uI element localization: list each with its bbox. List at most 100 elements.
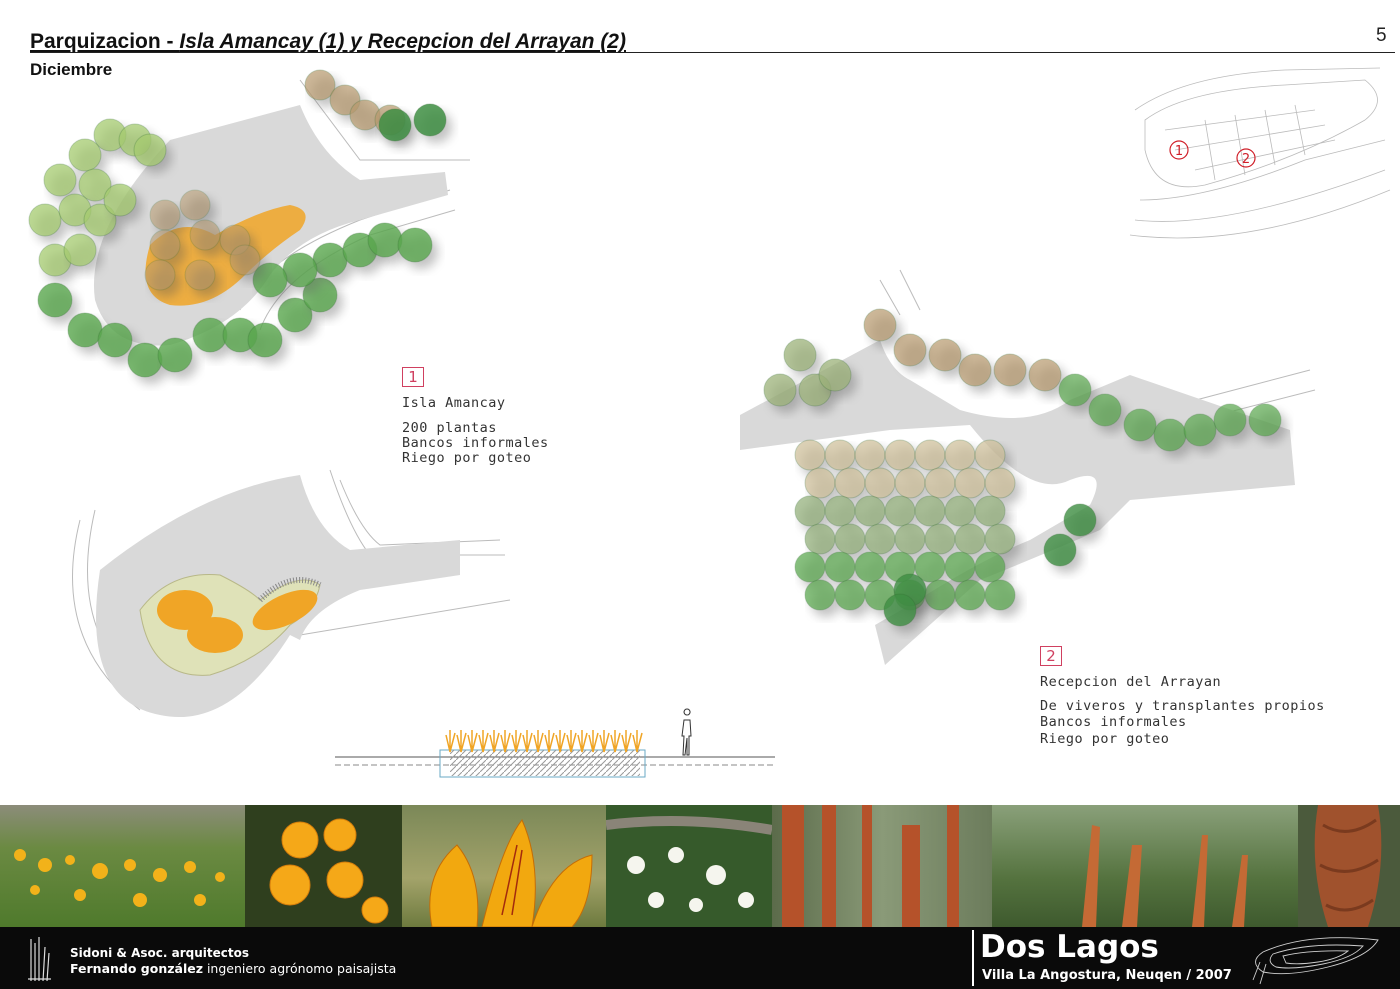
section-plant [522, 730, 533, 753]
key-marker-2 [1236, 148, 1256, 168]
tree-canopy [993, 353, 1027, 387]
tree-canopy [794, 551, 826, 583]
tree-canopy [149, 229, 181, 261]
tree-canopy [68, 138, 102, 172]
tree-canopy [984, 579, 1016, 611]
photo-amancay-flowers [245, 805, 402, 927]
cross-section [335, 708, 775, 778]
tree-canopy [884, 439, 916, 471]
site-1-name: Isla Amancay [402, 395, 506, 411]
isla-amancay-paving-plan [72, 469, 511, 718]
tree-canopy [37, 282, 73, 318]
tree-canopy [954, 579, 986, 611]
tree-canopy [277, 297, 313, 333]
tree-canopy [63, 233, 97, 267]
section-plant [632, 730, 643, 753]
photo-white-shrub [606, 805, 772, 927]
tree-canopy [974, 495, 1006, 527]
tree-canopy [804, 523, 836, 555]
recepcion-arrayan-plan [740, 269, 1316, 665]
tree-canopy [28, 203, 62, 237]
tree-canopy [1183, 413, 1217, 447]
tree-canopy [157, 337, 193, 373]
tree-canopy [229, 244, 261, 276]
title-rule [30, 28, 1395, 53]
tree-canopy [1043, 533, 1077, 567]
project-location: Villa La Angostura, Neuqen / 2007 [982, 968, 1232, 983]
tree-canopy [1088, 393, 1122, 427]
tree-canopy [67, 312, 103, 348]
section-plant [445, 730, 456, 753]
month-label: Diciembre [30, 60, 113, 79]
tree-canopy [954, 523, 986, 555]
tree-canopy [894, 523, 926, 555]
footer-bar [0, 927, 1400, 989]
page-title: Parquizacion - Isla Amancay (1) y Recepc… [30, 30, 626, 54]
tree-canopy [1123, 408, 1157, 442]
tree-canopy [179, 189, 211, 221]
tree-canopy [893, 333, 927, 367]
photo-amancay-field [0, 805, 245, 927]
photo-arrayan-forest [992, 805, 1298, 927]
site-1-line-3: Riego por goteo [402, 450, 532, 466]
site-2-line-2: Bancos informales [1040, 714, 1187, 730]
tree-canopy [763, 373, 797, 407]
firm-name: Sidoni & Asoc. arquitectos [70, 946, 249, 960]
site-1-line-2: Bancos informales [402, 435, 549, 451]
section-plant [544, 730, 555, 753]
section-plant [610, 730, 621, 753]
tree-canopy [834, 523, 866, 555]
tree-canopy [824, 439, 856, 471]
tree-canopy [883, 593, 917, 627]
section-plant [467, 730, 478, 753]
site-1-number: 1 [402, 367, 424, 387]
tree-canopy [894, 467, 926, 499]
tree-canopy [149, 199, 181, 231]
tree-canopy [794, 495, 826, 527]
title-places: Isla Amancay (1) y Recepcion del Arrayan… [179, 30, 626, 53]
photo-strip [0, 805, 1400, 927]
tree-canopy [834, 579, 866, 611]
project-logo [1252, 937, 1379, 985]
section-plant [489, 730, 500, 753]
firm-logo [28, 937, 51, 982]
tree-canopy [958, 353, 992, 387]
section-plant [588, 730, 599, 753]
tree-canopy [367, 222, 403, 258]
section-plant [478, 730, 489, 753]
photo-arrayan-trunks [772, 805, 992, 927]
tree-canopy [974, 551, 1006, 583]
bed [187, 617, 243, 653]
page-number: 5 [1376, 25, 1387, 46]
section-plant [621, 730, 632, 753]
bed [157, 590, 213, 630]
photo-amancay-closeup [402, 805, 606, 927]
tree-canopy [127, 342, 163, 378]
human-figure [681, 708, 692, 756]
author-name: Fernando gonzález [70, 961, 203, 976]
tree-canopy [1248, 403, 1282, 437]
tree-canopy [378, 108, 412, 142]
tree-canopy [854, 495, 886, 527]
tree-canopy [304, 69, 336, 101]
tree-canopy [397, 227, 433, 263]
tree-canopy [1028, 358, 1062, 392]
photo-arrayan-bark [1298, 805, 1400, 927]
tree-canopy [1058, 373, 1092, 407]
planting-bed [145, 205, 306, 306]
tree-canopy [1213, 403, 1247, 437]
tree-canopy [834, 467, 866, 499]
tree-canopy [864, 523, 896, 555]
bed [252, 589, 318, 631]
tree-canopy [984, 467, 1016, 499]
tree-canopy [944, 551, 976, 583]
tree-canopy [818, 358, 852, 392]
tree-canopy [794, 439, 826, 471]
tree-canopy [184, 259, 216, 291]
section-plant [533, 730, 544, 753]
tree-canopy [43, 163, 77, 197]
tree-canopy [954, 467, 986, 499]
tree-canopy [884, 495, 916, 527]
tree-canopy [854, 439, 886, 471]
author-line: Fernando gonzález ingeniero agrónomo pai… [70, 961, 396, 976]
